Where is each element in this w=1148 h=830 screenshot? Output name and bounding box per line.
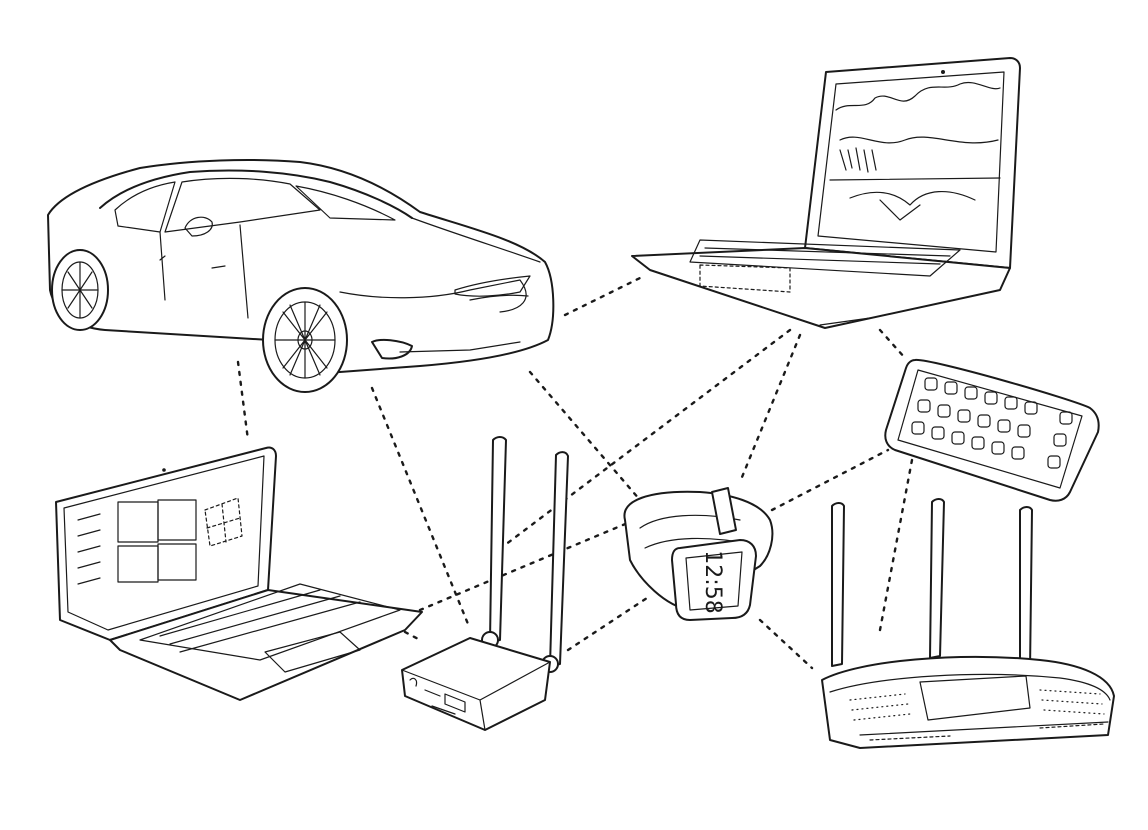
link-car-laptop_left: [236, 360, 250, 442]
phone-app-grid: [911, 377, 1073, 469]
link-laptop_left-modem: [403, 630, 422, 642]
link-laptop_top-watch: [738, 333, 802, 484]
router-icon: [821, 498, 1115, 749]
smartwatch-icon: 12:58: [623, 487, 774, 621]
link-laptop_top-phone: [878, 328, 907, 360]
link-modem-watch: [566, 594, 652, 652]
link-car-watch: [528, 370, 642, 502]
link-laptop_top-modem: [503, 328, 792, 547]
watch-time-text: 12:58: [700, 550, 725, 613]
link-car-modem: [370, 386, 470, 626]
modem-icon: [401, 436, 569, 731]
link-laptop_left-watch: [418, 520, 632, 612]
link-watch-phone: [770, 448, 890, 512]
phone-icon: [884, 358, 1100, 502]
connection-links: [236, 276, 914, 670]
link-phone-router: [878, 458, 914, 632]
laptop-top-icon: [631, 57, 1021, 329]
laptop-left-icon: [55, 446, 423, 701]
link-car-laptop_top: [563, 276, 642, 317]
car-icon: [47, 159, 555, 393]
link-watch-router: [758, 618, 814, 670]
